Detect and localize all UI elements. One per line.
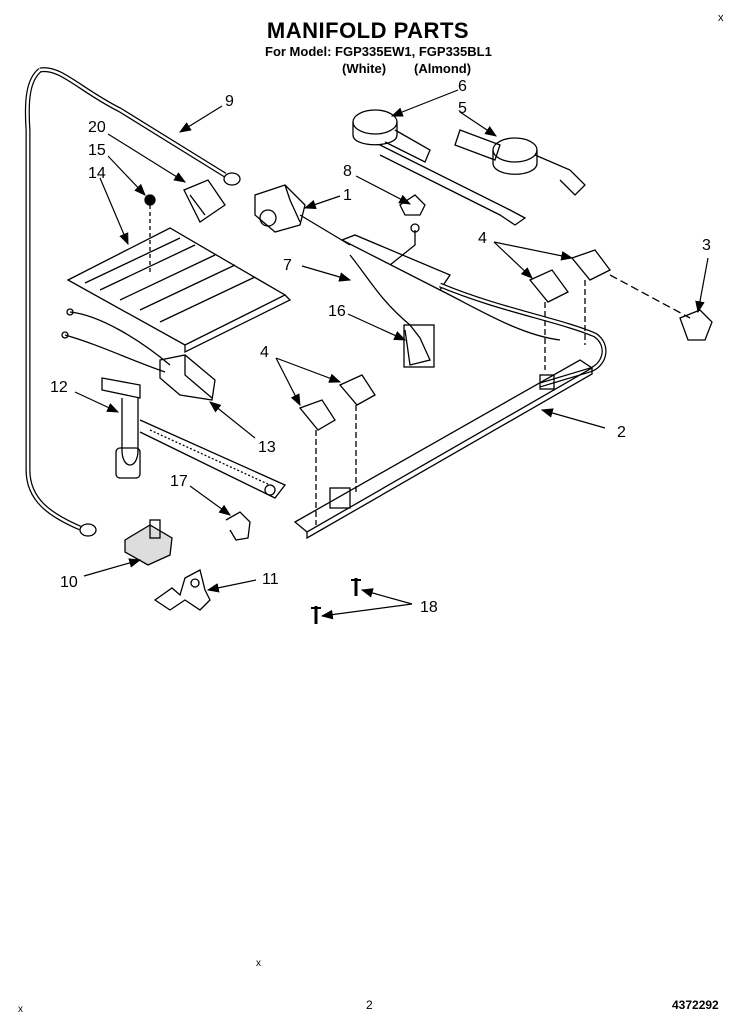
clip-top-part <box>399 194 426 216</box>
manifold-bar-part <box>293 359 594 540</box>
label-part-4-lower: 4 <box>260 344 269 361</box>
page-number: 2 <box>366 998 373 1012</box>
label-part-3: 3 <box>702 237 711 254</box>
color-white: (White) <box>342 61 387 76</box>
igniter-wiring-part <box>61 308 216 401</box>
label-part-17: 17 <box>170 473 188 490</box>
mount-bracket-part <box>153 569 211 611</box>
heat-shield-part <box>66 205 292 354</box>
label-part-16: 16 <box>328 303 346 320</box>
label-part-12: 12 <box>50 379 68 396</box>
valve-pair-lower-part <box>298 374 376 525</box>
manifold-tube-part <box>439 282 607 388</box>
bracket-part <box>183 179 226 223</box>
label-part-14: 14 <box>88 165 106 182</box>
model-line: For Model: FGP335EW1, FGP335BL1 <box>265 44 492 59</box>
stray-mark-bottom: x <box>18 1004 23 1015</box>
label-part-11: 11 <box>262 571 279 588</box>
gas-tube-part <box>24 67 241 537</box>
label-part-2: 2 <box>617 424 626 441</box>
manifold-pipe-part <box>340 223 561 368</box>
label-part-4-upper: 4 <box>478 230 487 247</box>
stray-mark: x <box>256 958 261 969</box>
label-part-20: 20 <box>88 119 106 136</box>
color-almond: (Almond) <box>414 61 472 76</box>
label-part-7: 7 <box>283 257 292 274</box>
label-part-6: 6 <box>458 78 467 95</box>
label-part-1: 1 <box>343 187 352 204</box>
mount-block-part <box>124 519 173 566</box>
clip-part <box>225 511 251 541</box>
label-part-10: 10 <box>60 574 78 591</box>
label-part-13: 13 <box>258 439 276 456</box>
corner-mark: x <box>718 12 724 24</box>
valve-pair-upper-part <box>528 249 691 370</box>
label-part-9: 9 <box>225 93 234 110</box>
label-part-15: 15 <box>88 142 106 159</box>
screw-pair-part <box>311 578 361 624</box>
document-number: 4372292 <box>672 998 719 1012</box>
label-part-8: 8 <box>343 163 352 180</box>
label-part-18: 18 <box>420 599 438 616</box>
valve-part <box>254 184 351 246</box>
burner-rear-part <box>352 109 527 226</box>
fastener-dot-part <box>144 194 156 206</box>
burner-front-part <box>454 129 586 196</box>
label-part-5: 5 <box>458 100 467 117</box>
electrode-part <box>101 377 287 499</box>
diagram-title: MANIFOLD PARTS <box>266 18 470 43</box>
